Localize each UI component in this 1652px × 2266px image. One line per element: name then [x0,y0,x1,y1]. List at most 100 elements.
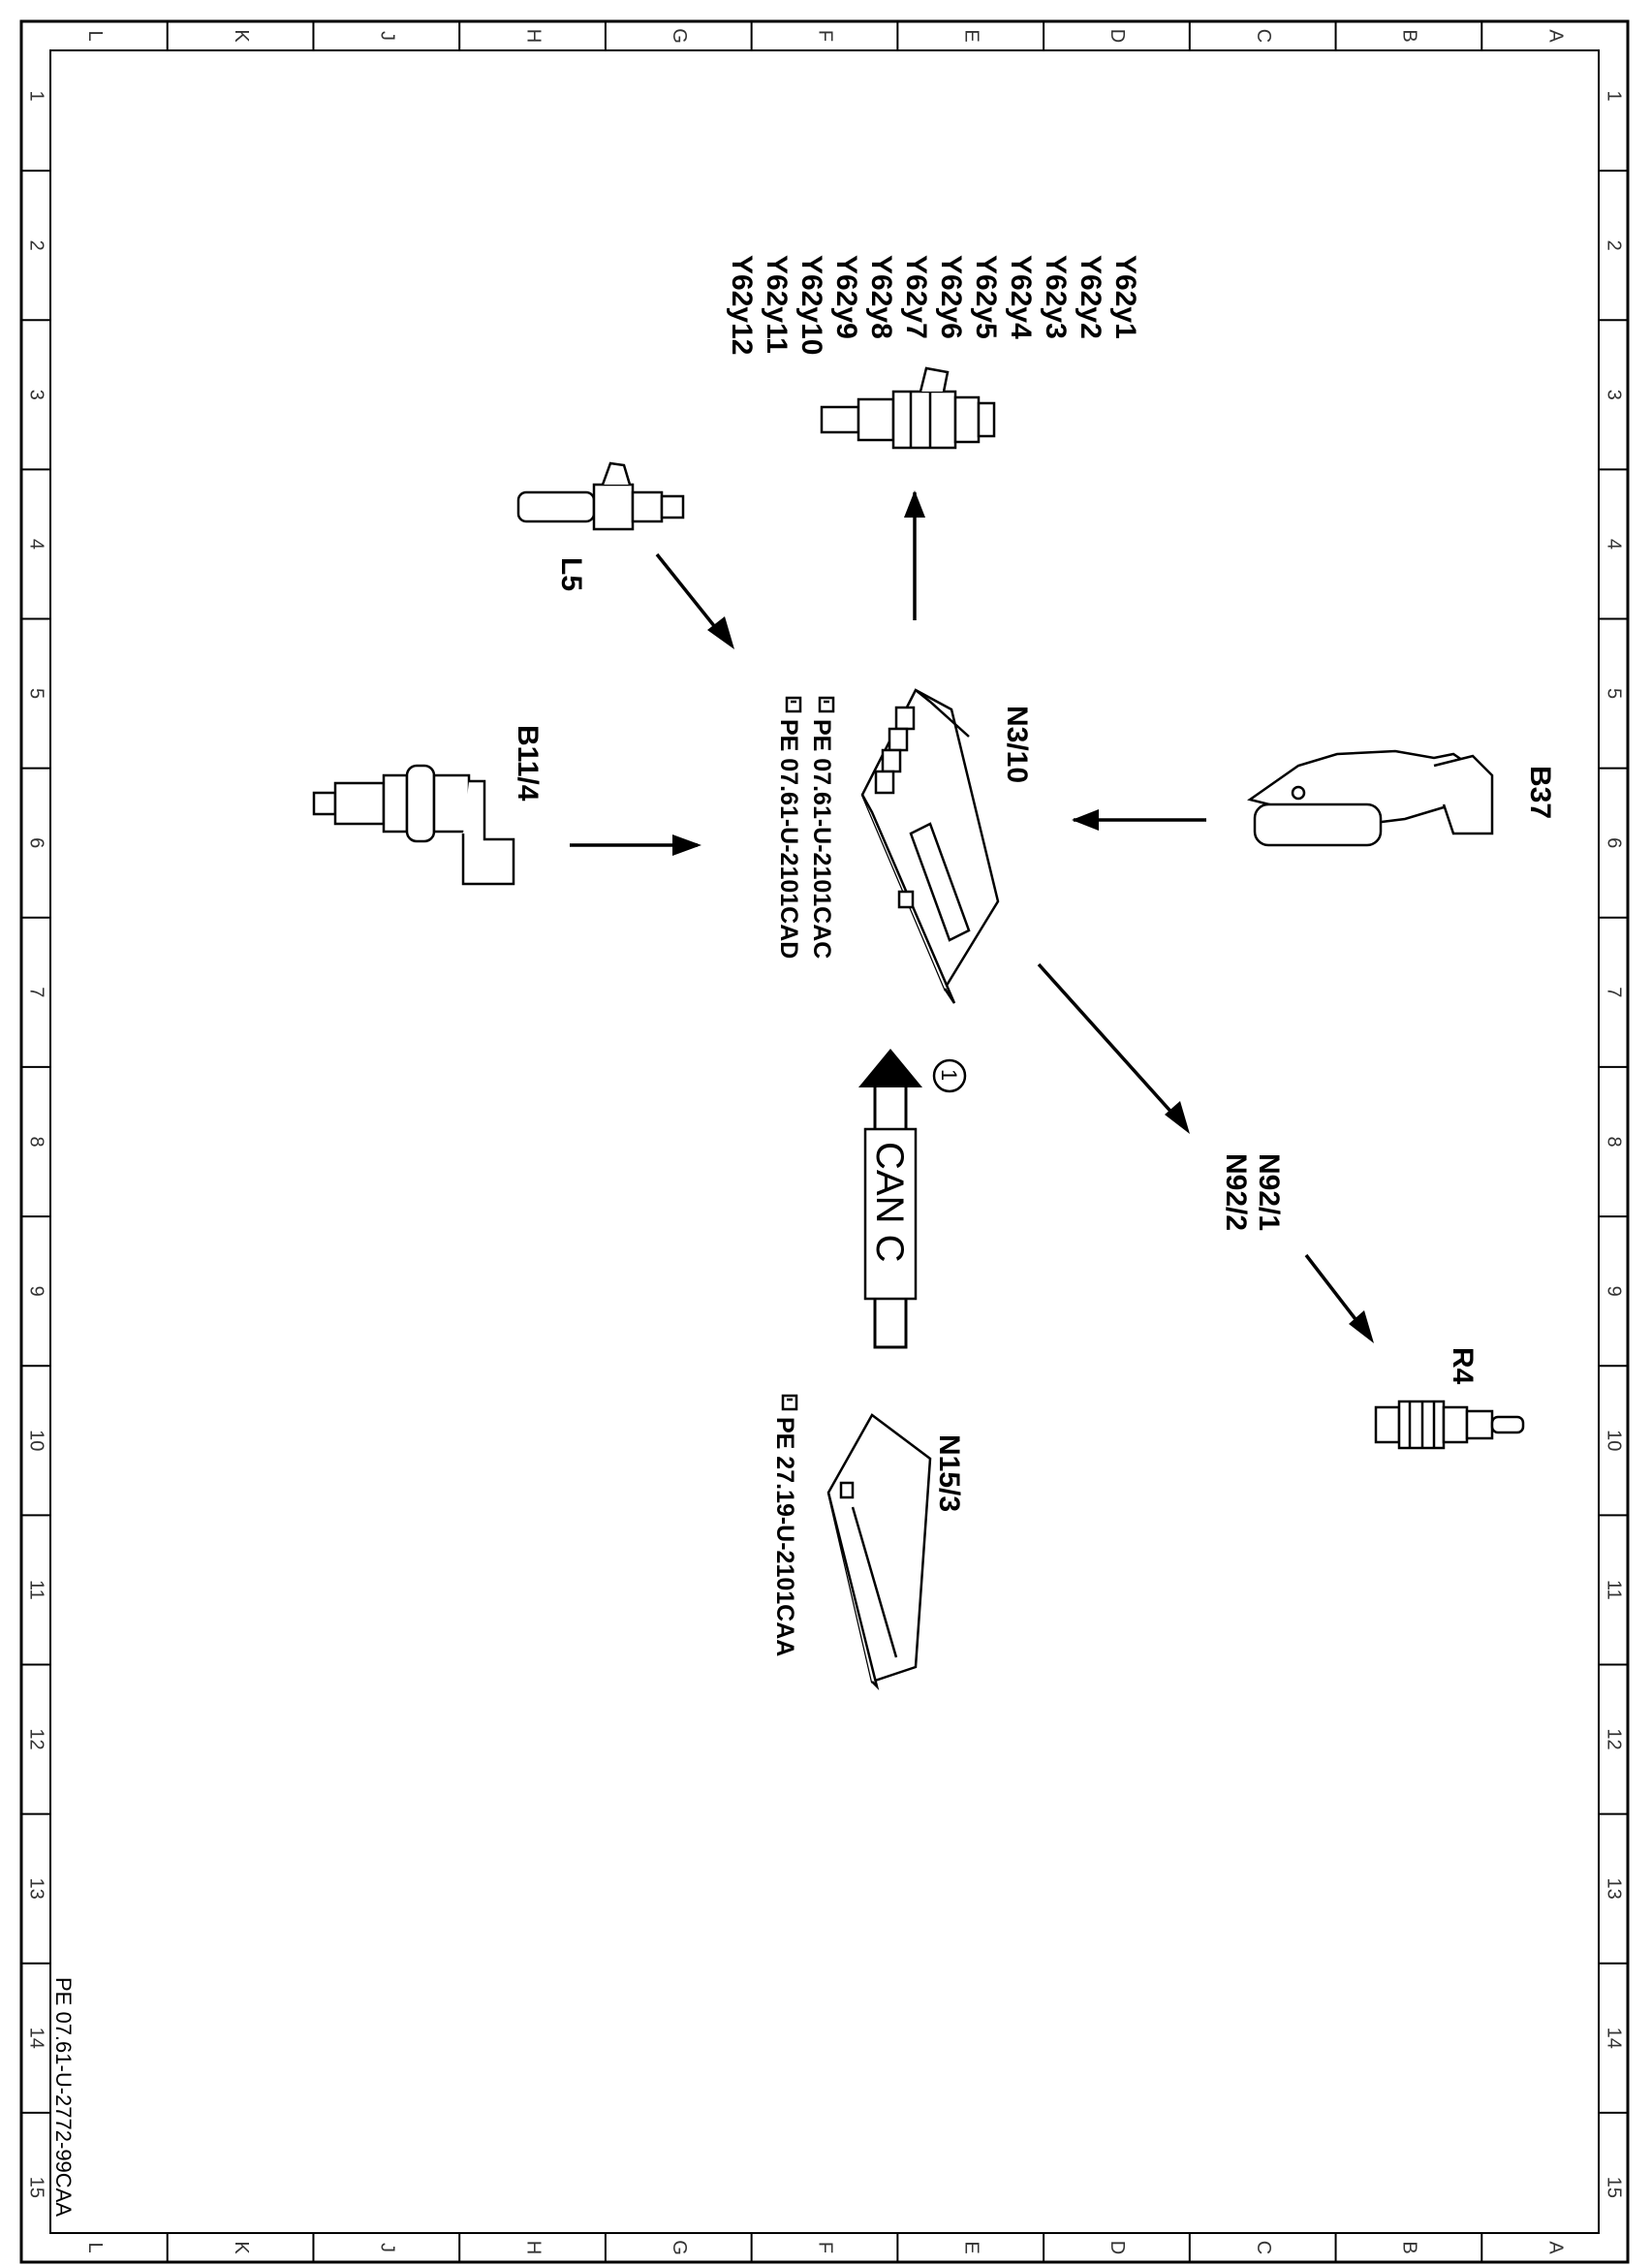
grid-number-right: 5 [1604,688,1625,699]
grid-letter-top: K [231,29,252,43]
grid-letter-bottom: C [1253,2241,1274,2254]
n15-3-label: N15/3 [933,1434,965,1512]
grid-number-right: 10 [1604,1430,1625,1451]
grid-number-right: 14 [1604,2028,1625,2049]
grid-number-left: 4 [26,539,47,550]
hand-pointer-icon [781,1394,798,1411]
grid-number-left: 12 [26,1728,47,1749]
injector-label-10: Y62y10 [795,255,827,355]
grid-number-left: 5 [26,688,47,699]
grid-letter-top: G [669,28,690,44]
coolant-temperature-sensor-icon [312,764,515,886]
grid-letter-top: D [1107,29,1128,43]
outer-frame [19,19,1630,2264]
grid-letter-top: F [815,30,836,42]
grid-letter-bottom: J [377,2243,398,2252]
n15-3-ref: PE 27.19-U-2101CAA [771,1417,798,1656]
injector-label-5: Y62y5 [970,255,1002,339]
grid-letter-top: J [377,31,398,41]
grid-number-left: 8 [26,1136,47,1147]
injector-label-9: Y62y9 [830,255,862,339]
grid-number-right: 8 [1604,1136,1625,1147]
grid-number-right: 15 [1604,2177,1625,2198]
b37-label: B37 [1524,766,1556,819]
arrow-to-n92-head [1165,1101,1190,1134]
hand-pointer-icon [818,696,835,713]
grid-number-left: 2 [26,240,47,251]
grid-number-right: 12 [1604,1728,1625,1749]
grid-letter-top: H [522,29,544,43]
can-bus-label-box [863,1127,918,1301]
grid-letter-bottom: D [1107,2241,1128,2254]
drawing-id: PE 07.61-U-2772-99CAA [51,1977,76,2217]
n3-10-ref-2: PE 07.61-U-2101CAD [775,719,802,959]
grid-number-right: 6 [1604,837,1625,848]
grid-letter-top: C [1253,29,1274,43]
grid-number-right: 13 [1604,1878,1625,1900]
l5-label: L5 [555,557,587,591]
inner-frame [49,49,1600,2234]
engine-control-unit-icon [860,688,1000,1004]
r4-label: R4 [1447,1347,1479,1385]
n92-2-label: N92/2 [1220,1153,1252,1231]
arrow-to-r4-head [1349,1310,1374,1343]
grid-number-left: 6 [26,837,47,848]
grid-number-left: 15 [26,2177,47,2198]
grid-number-right: 1 [1604,91,1625,102]
n92-1-label: N92/1 [1253,1153,1285,1231]
grid-number-left: 1 [26,91,47,102]
transmission-control-unit-icon [826,1413,932,1691]
grid-ticks [21,21,1628,2262]
injector-label-2: Y62y2 [1075,255,1107,339]
grid-number-left: 7 [26,987,47,997]
can-bus-label: CAN C [868,1142,911,1262]
grid-letter-bottom: K [231,2241,252,2254]
grid-number-right: 9 [1604,1286,1625,1297]
arrow-from-l5-head [707,616,734,649]
accelerator-pedal-sensor-icon [1247,749,1494,847]
arrow-from-b11-4-head [672,834,701,856]
grid-letter-top: A [1544,29,1566,43]
injector-label-11: Y62y11 [761,255,793,354]
grid-letter-bottom: L [84,2242,106,2252]
note-marker-number: 1 [937,1069,961,1081]
grid-number-left: 3 [26,390,47,400]
grid-number-left: 14 [26,2028,47,2049]
fuel-injector-icon [820,366,996,450]
grid-letter-top: B [1399,29,1420,42]
injector-label-7: Y62y7 [900,255,932,339]
injector-label-6: Y62y6 [935,255,967,339]
grid-number-right: 3 [1604,390,1625,400]
arrow-from-b37-head [1072,809,1099,831]
grid-letter-bottom: B [1399,2241,1420,2253]
grid-number-left: 9 [26,1286,47,1297]
injector-label-3: Y62y3 [1040,255,1072,339]
grid-number-left: 10 [26,1430,47,1451]
grid-letter-bottom: H [522,2241,544,2254]
grid-number-right: 11 [1604,1580,1625,1600]
signal-arrows [570,490,1374,1343]
grid-letter-bottom: F [815,2242,836,2253]
grid-number-right: 7 [1604,987,1625,997]
note-marker-circle [932,1058,967,1093]
grid-number-left: 11 [26,1580,47,1600]
crankshaft-sensor-icon [516,461,685,531]
injector-label-12: Y62y12 [726,255,758,355]
grid-letter-bottom: A [1544,2241,1566,2254]
grid-letter-top: E [960,29,982,42]
n3-10-label: N3/10 [1001,706,1033,783]
b11-4-label: B11/4 [512,725,544,802]
grid-number-left: 13 [26,1878,47,1900]
injector-label-1: Y62y1 [1109,255,1141,339]
hand-pointer-icon [785,696,802,713]
n3-10-ref-1: PE 07.61-U-2101CAC [808,719,835,959]
grid-letter-bottom: G [669,2240,690,2255]
arrow-to-n92 [1037,962,1186,1128]
injector-label-group: Y62y1 Y62y2 Y62y3 Y62y4 Y62y5 Y62y6 Y62y… [726,255,1141,355]
injector-label-4: Y62y4 [1005,255,1037,339]
spark-plug-icon [1374,1400,1525,1450]
grid-number-right: 4 [1604,539,1625,550]
